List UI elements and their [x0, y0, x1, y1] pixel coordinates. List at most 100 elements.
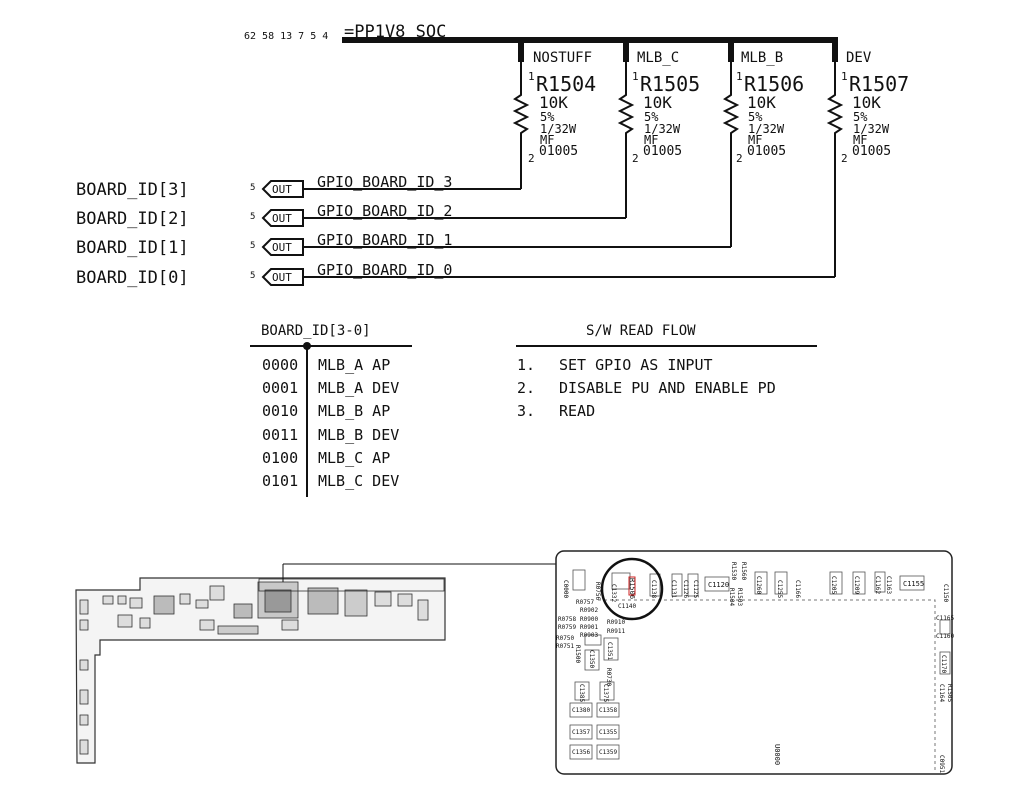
svg-text:C1162: C1162	[874, 576, 881, 594]
signal-name: GPIO_BOARD_ID_0	[317, 261, 452, 279]
svg-text:C1375: C1375	[602, 684, 609, 702]
row-board: MLB_A DEV	[318, 379, 399, 397]
resistor-r1507: DEV 1 R1507 10K 5% 1/32W MF 2 01005	[826, 37, 909, 277]
resistor-r1505: MLB_C 1 R1505 10K 5% 1/32W MF 2 01005	[617, 37, 700, 218]
resistor-symbol	[722, 62, 740, 247]
svg-text:R0911: R0911	[607, 628, 625, 635]
page-ref: 5	[250, 271, 255, 281]
resistor-variant: NOSTUFF	[533, 50, 592, 66]
svg-text:C1125: C1125	[692, 580, 699, 598]
svg-text:C1165: C1165	[936, 615, 954, 622]
resistor-symbol	[512, 62, 530, 189]
resistor-r1506: MLB_B 1 R1506 10K 5% 1/32W MF 2 01005	[722, 37, 804, 247]
row-board: MLB_B DEV	[318, 426, 399, 444]
signal-name: GPIO_BOARD_ID_1	[317, 231, 452, 249]
resistor-package: 01005	[539, 144, 578, 159]
resistor-value: 10K	[852, 93, 881, 112]
resistor-r1504: NOSTUFF 1 R1504 10K 5% 1/32W MF 2 01005	[512, 37, 596, 189]
net-label: BOARD_ID[2]	[76, 209, 189, 229]
output-net-1: BOARD_ID[1] 5 OUT GPIO_BOARD_ID_1	[76, 231, 731, 258]
resistor-symbol	[617, 62, 635, 218]
output-net-2: BOARD_ID[2] 5 OUT GPIO_BOARD_ID_2	[76, 202, 626, 229]
board-id-table: BOARD_ID[3-0] 0000 MLB_A AP 0001 MLB_A D…	[250, 323, 412, 497]
pin1-label: 1	[632, 70, 639, 83]
rail-page-refs: 62 58 13 7 5 4	[244, 31, 328, 42]
resistor-power: 1/32W	[540, 122, 577, 136]
table-row: 0010 MLB_B AP	[262, 402, 390, 420]
svg-text:C1166: C1166	[794, 580, 801, 598]
svg-text:C1140: C1140	[618, 603, 636, 610]
svg-text:C1120: C1120	[708, 581, 729, 589]
read-flow: S/W READ FLOW 1. SET GPIO AS INPUT 2. DI…	[516, 323, 817, 420]
resistor-value: 10K	[539, 93, 568, 112]
pcb-components	[79, 581, 429, 755]
svg-text:C1155: C1155	[903, 580, 924, 588]
svg-text:R0759: R0759	[558, 624, 576, 631]
resistor-type: MF	[853, 133, 867, 147]
row-code: 0100	[262, 449, 298, 467]
row-code: 0010	[262, 402, 298, 420]
svg-text:R0757: R0757	[576, 599, 594, 606]
svg-text:R0900: R0900	[580, 616, 598, 623]
resistor-tolerance: 5%	[540, 110, 555, 124]
pcb-zoom-inset: C0000 R0756 C1332 C1138 C1131 C1126 C112…	[555, 550, 954, 775]
row-code: 0000	[262, 356, 298, 374]
net-label: BOARD_ID[0]	[76, 268, 189, 288]
resistor-ref: R1504	[536, 72, 596, 96]
resistor-ref: R1506	[744, 72, 804, 96]
svg-text:R0901: R0901	[580, 624, 598, 631]
page-ref: 5	[250, 183, 255, 193]
resistor-ref: R1505	[640, 72, 700, 96]
svg-text:C1205: C1205	[830, 576, 837, 594]
step-text: DISABLE PU AND ENABLE PD	[559, 379, 776, 397]
inset-chip-outline	[598, 599, 936, 770]
svg-text:C1355: C1355	[599, 729, 617, 736]
resistor-type: MF	[540, 133, 554, 147]
inset-pads	[569, 569, 951, 760]
table-row: 0100 MLB_C AP	[262, 449, 390, 467]
flow-step: 3. READ	[517, 402, 595, 420]
resistor-variant: MLB_C	[637, 50, 679, 66]
resistor-value: 10K	[643, 93, 672, 112]
svg-text:R1503: R1503	[736, 588, 743, 606]
pin2-label: 2	[841, 152, 848, 165]
svg-text:C1358: C1358	[599, 707, 617, 714]
pin2-label: 2	[736, 152, 743, 165]
resistor-power: 1/32W	[853, 122, 890, 136]
row-board: MLB_B AP	[318, 402, 390, 420]
svg-text:C1332: C1332	[610, 584, 617, 602]
svg-text:R1560: R1560	[740, 562, 747, 580]
pcb-overview	[75, 563, 556, 764]
svg-text:C1351: C1351	[606, 642, 613, 660]
svg-text:C1138: C1138	[650, 580, 657, 598]
svg-text:C1385: C1385	[578, 684, 585, 702]
flow-header: S/W READ FLOW	[586, 323, 696, 339]
table-row: 0011 MLB_B DEV	[262, 426, 399, 444]
svg-text:R0903: R0903	[580, 632, 598, 639]
resistor-power: 1/32W	[644, 122, 681, 136]
port-label: OUT	[272, 241, 292, 254]
row-code: 0011	[262, 426, 298, 444]
resistor-value: 10K	[747, 93, 776, 112]
page-ref: 5	[250, 241, 255, 251]
pin1-label: 1	[736, 70, 743, 83]
net-label: BOARD_ID[1]	[76, 238, 189, 258]
pin2-label: 2	[632, 152, 639, 165]
resistor-tolerance: 5%	[644, 110, 659, 124]
resistor-symbol	[826, 62, 844, 277]
output-net-3: BOARD_ID[3] 5 OUT GPIO_BOARD_ID_3	[76, 173, 521, 200]
pcb-outline	[75, 577, 446, 764]
resistor-package: 01005	[747, 144, 786, 159]
resistor-tolerance: 5%	[853, 110, 868, 124]
row-board: MLB_C DEV	[318, 472, 399, 490]
svg-text:C1163: C1163	[885, 576, 892, 594]
svg-text:C1150: C1150	[942, 584, 949, 602]
resistor-power: 1/32W	[748, 122, 785, 136]
svg-text:C1380: C1380	[572, 707, 590, 714]
net-label: BOARD_ID[3]	[76, 180, 189, 200]
svg-text:C1209: C1209	[853, 576, 860, 594]
pin1-label: 1	[841, 70, 848, 83]
row-board: MLB_A AP	[318, 356, 390, 374]
svg-text:C1350: C1350	[588, 650, 595, 668]
